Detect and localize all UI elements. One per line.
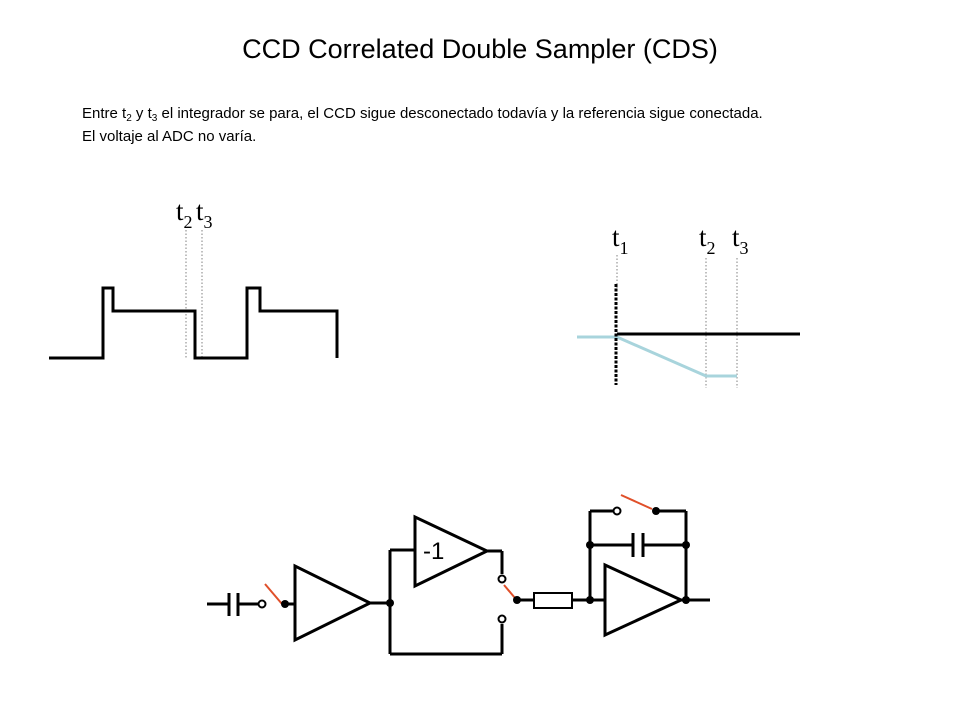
inverter-label: -1 — [423, 538, 444, 565]
desc-entre: Entre — [82, 105, 123, 122]
input-switch-contact — [257, 599, 267, 609]
inverter-amplifier — [413, 514, 491, 589]
desc-t2: t — [122, 105, 127, 122]
t2-label-right: t2 — [699, 222, 716, 258]
integrator-opamp — [603, 562, 685, 638]
description-line-1: Entre t2 y t3 el integrador se para, el … — [82, 102, 952, 125]
t3-label-right: t3 — [732, 222, 749, 258]
desc-t3: t — [147, 105, 152, 122]
input-switch-blade — [264, 583, 283, 605]
integrator-trace — [577, 335, 737, 378]
desc-y: y — [131, 105, 148, 122]
ccd-waveform-trace — [49, 286, 339, 360]
cds-circuit — [207, 494, 710, 656]
t1-label: t1 — [612, 222, 629, 258]
page-title: CCD Correlated Double Sampler (CDS) — [242, 34, 718, 64]
desc-t3-sub: 3 — [151, 113, 158, 124]
integrator-timing: t1 t2 t3 — [577, 222, 800, 388]
t2-label-left: t2 — [176, 196, 193, 232]
desc-t2-sub: 2 — [126, 113, 132, 124]
inverted-contact — [497, 574, 507, 584]
preamp-buffer — [293, 563, 374, 643]
selector-switch-blade — [503, 584, 516, 599]
integrator-resistor — [533, 592, 573, 609]
ccd-waveform: t2 t3 — [49, 196, 339, 360]
desc-rest: el integrador se para, el CCD sigue desc… — [157, 105, 763, 122]
reset-switch-contact — [612, 506, 622, 516]
t3-label-left: t3 — [196, 196, 213, 232]
description-line-2: El voltaje al ADC no varía. — [82, 128, 257, 145]
description: Entre t2 y t3 el integrador se para, el … — [82, 102, 952, 148]
reset-switch-blade — [620, 494, 653, 510]
direct-contact — [497, 614, 507, 624]
